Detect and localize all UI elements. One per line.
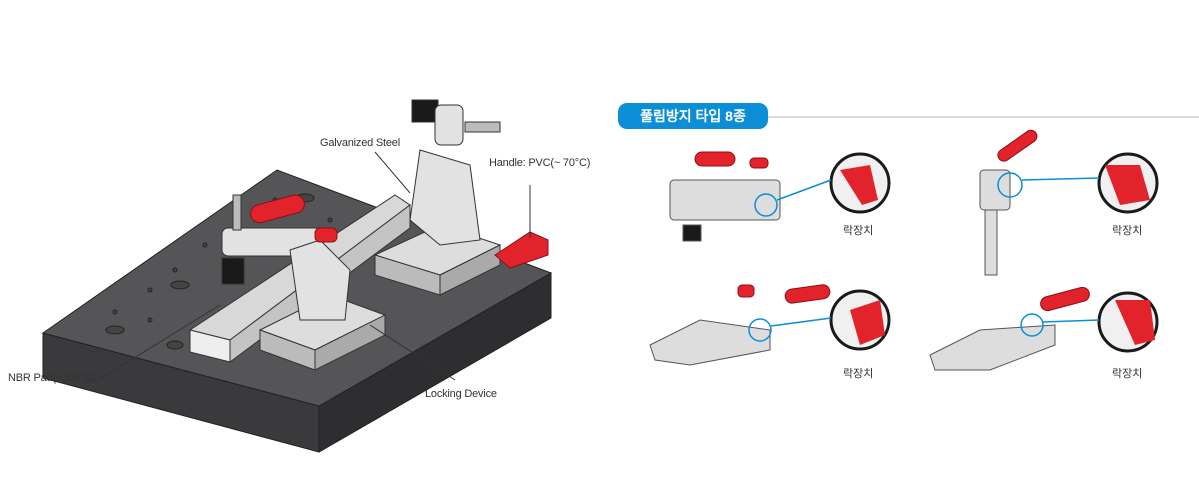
clamp-product-4 [929,286,1090,371]
label-nbr-pad: NBR Pad(~100°C) [8,372,96,384]
red-handles [250,194,549,269]
label-locking-device: Locking Device [425,388,497,400]
caption-lock-2: 락장치 [1112,225,1143,237]
label-galvanized-steel: Galvanized Steel [320,137,400,149]
clamp-product-1 [669,151,781,242]
clamp-bodies [221,99,501,321]
title-divider [768,116,1199,118]
caption-lock-1: 락장치 [843,225,874,237]
label-handle: Handle: PVC(~ 70°C) [489,157,591,169]
clamp-product-2 [979,129,1038,276]
leader-lines [99,151,531,381]
caption-lock-3: 락장치 [843,368,874,380]
caption-lock-4: 락장치 [1112,368,1143,380]
detail-pointers [748,172,1100,342]
lock-detail-circles [829,152,1159,353]
clamp-product-3 [649,284,831,366]
section-title-badge: 풀림방지 타입 8종 [618,103,768,129]
